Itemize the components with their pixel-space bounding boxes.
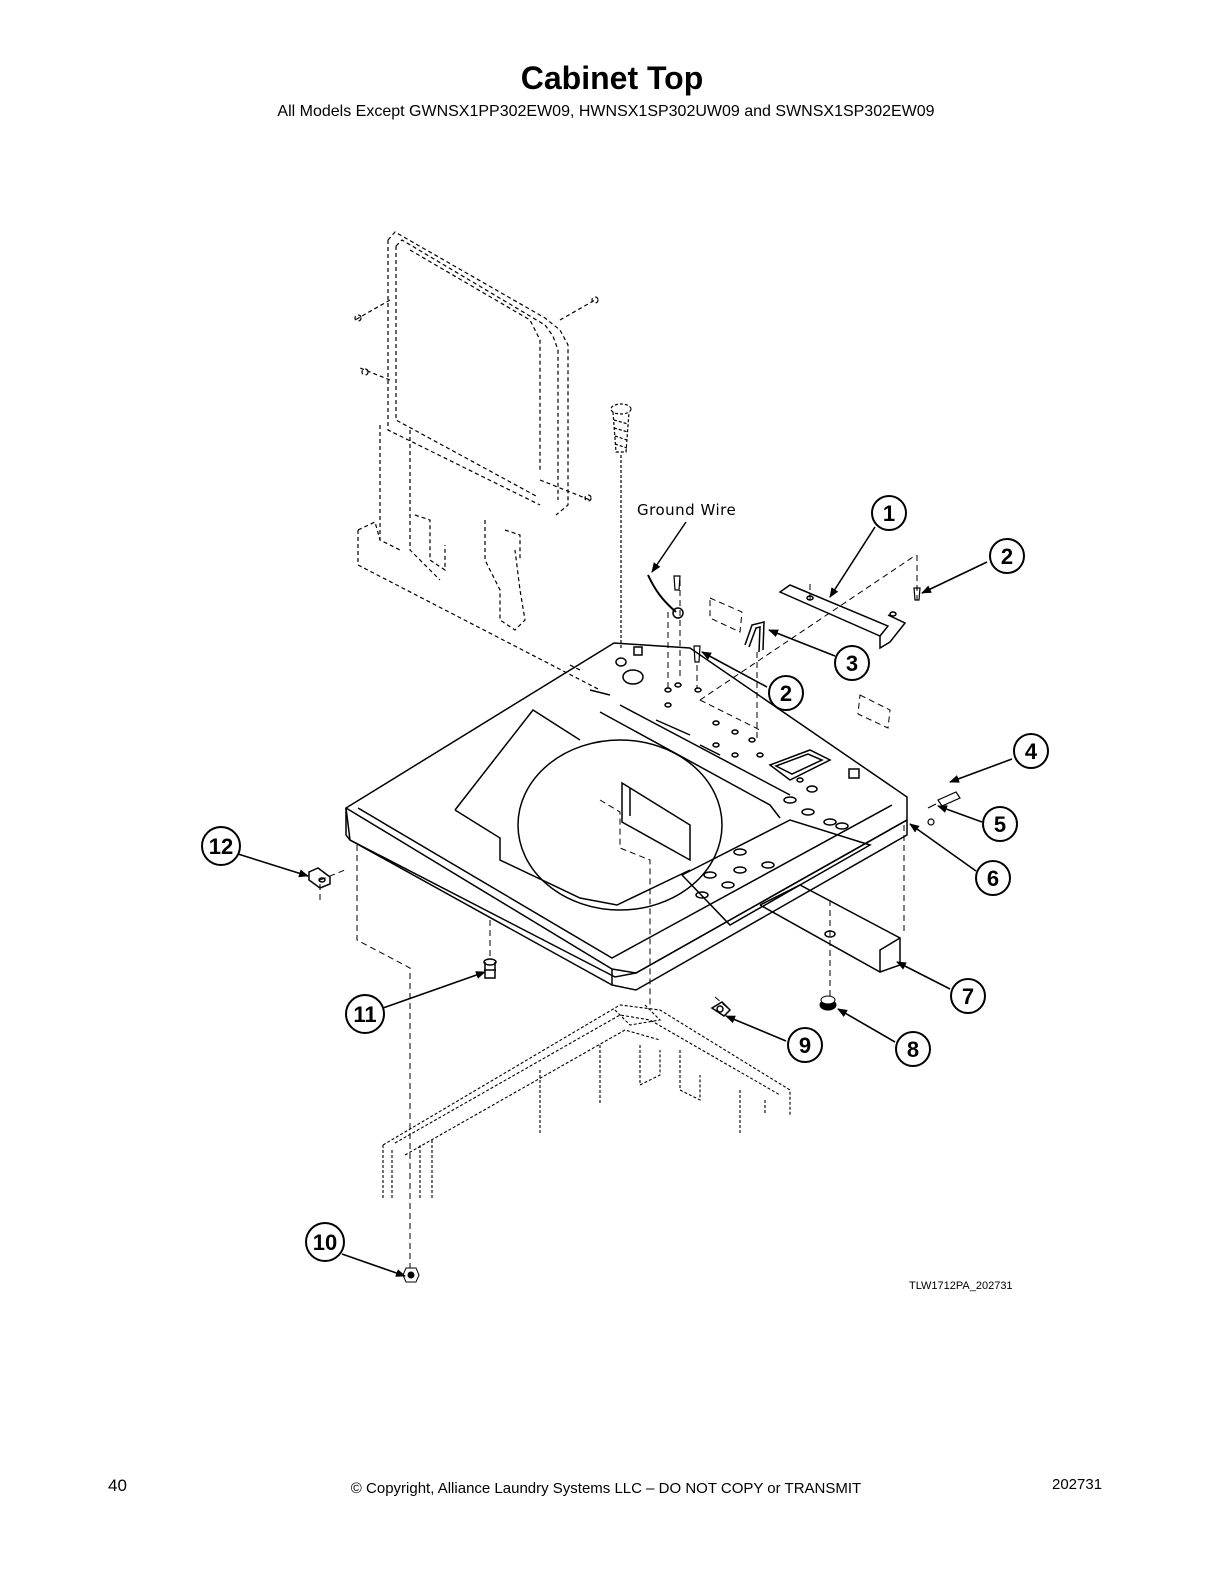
callout-11-label: 11 bbox=[353, 1002, 376, 1027]
lid-outline bbox=[354, 231, 601, 691]
hex-screw bbox=[402, 1267, 420, 1283]
hardware-screws bbox=[673, 575, 961, 826]
callout-3: 3 bbox=[834, 645, 870, 681]
callout-2b-label: 2 bbox=[780, 681, 792, 706]
figure-code: TLW1712PA_202731 bbox=[909, 1280, 1013, 1292]
lid-hinge-screw bbox=[610, 403, 632, 650]
cabinet-clip bbox=[308, 867, 331, 889]
wire-clamp bbox=[710, 1001, 732, 1017]
callout-9: 9 bbox=[787, 1027, 823, 1063]
callout-5: 5 bbox=[982, 806, 1018, 842]
rubber-grommet bbox=[819, 995, 837, 1011]
callout-4-label: 4 bbox=[1025, 739, 1038, 764]
callout-2-bracket-screw: 2 bbox=[989, 538, 1025, 574]
push-pin bbox=[483, 958, 497, 979]
callout-5-label: 5 bbox=[994, 812, 1006, 837]
rear-bracket bbox=[759, 884, 901, 973]
callout-2-panel-screw: 2 bbox=[768, 675, 804, 711]
page-number: 40 bbox=[108, 1476, 127, 1495]
callout-3-label: 3 bbox=[846, 651, 858, 676]
page-title: Cabinet Top bbox=[520, 60, 704, 96]
callout-1-label: 1 bbox=[883, 501, 895, 526]
callout-6: 6 bbox=[975, 860, 1011, 896]
page-subtitle: All Models Except GWNSX1PP302EW09, HWNSX… bbox=[277, 103, 935, 120]
assembly-guide-lines bbox=[319, 554, 918, 1270]
callout-8: 8 bbox=[895, 1031, 931, 1067]
callout-1: 1 bbox=[871, 495, 907, 531]
callout-12: 12 bbox=[201, 826, 241, 866]
callout-4: 4 bbox=[1013, 733, 1049, 769]
ground-wire-label: Ground Wire bbox=[637, 501, 736, 519]
ground-wire-arrow bbox=[651, 521, 687, 573]
document-number: 202731 bbox=[1052, 1476, 1103, 1493]
callout-7: 7 bbox=[950, 978, 986, 1014]
callout-8-label: 8 bbox=[907, 1037, 919, 1062]
callout-arrows bbox=[237, 526, 1013, 1277]
cabinet-frame-outline bbox=[382, 1004, 791, 1200]
ground-wire bbox=[647, 574, 684, 619]
control-bracket bbox=[778, 584, 907, 650]
wire-harness-clip bbox=[744, 621, 765, 653]
cabinet-top-panel bbox=[345, 642, 908, 991]
callout-10: 10 bbox=[305, 1222, 345, 1262]
callout-10-label: 10 bbox=[313, 1230, 337, 1255]
callout-6-label: 6 bbox=[987, 866, 999, 891]
callout-11: 11 bbox=[345, 994, 385, 1034]
copyright-notice: © Copyright, Alliance Laundry Systems LL… bbox=[350, 1480, 862, 1497]
callout-9-label: 9 bbox=[799, 1033, 811, 1058]
callout-7-label: 7 bbox=[962, 984, 974, 1009]
callout-12-label: 12 bbox=[209, 834, 233, 859]
callout-2a-label: 2 bbox=[1001, 544, 1013, 569]
